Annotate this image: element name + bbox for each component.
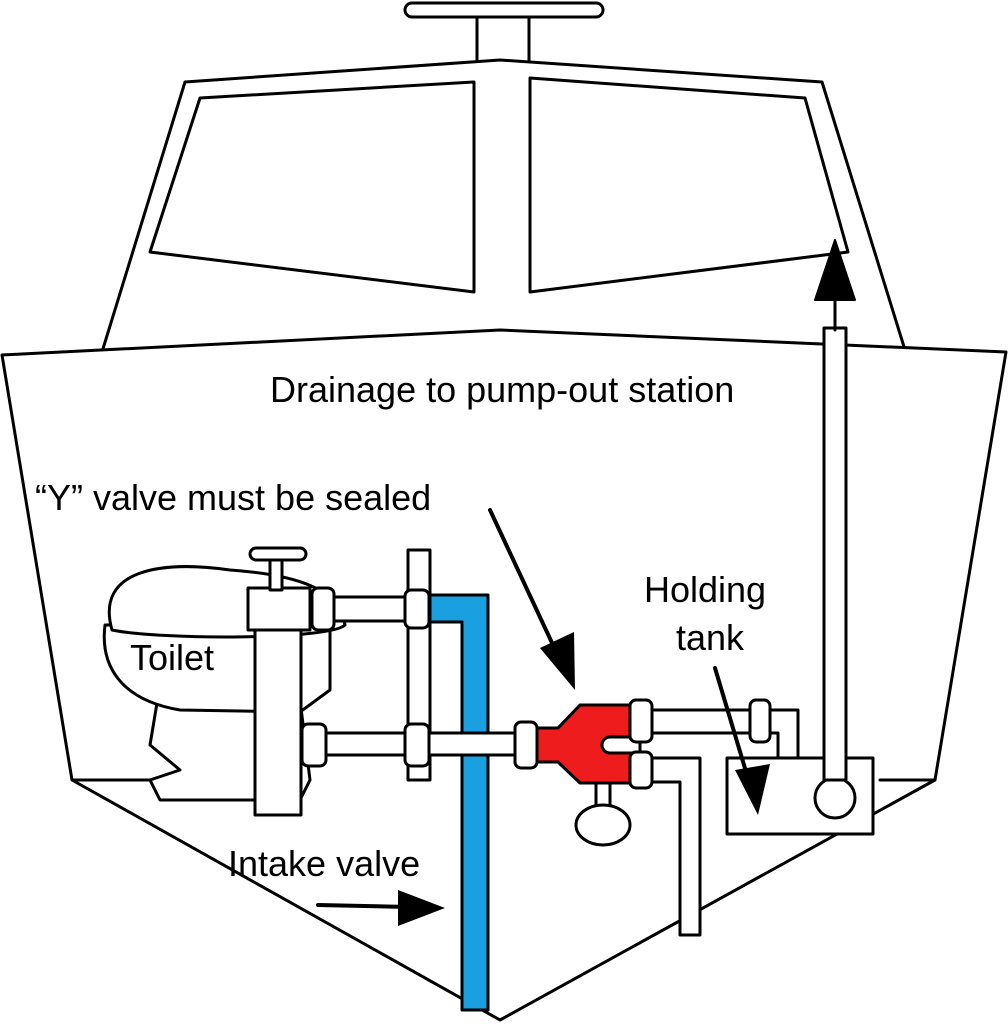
coupling [748,698,772,744]
cabin [100,1,907,354]
toilet [102,546,347,817]
y-valve-pointer [488,508,575,690]
window-right [528,76,850,294]
holding-tank-label-line1: Holding [644,569,766,610]
y-valve-pointer-head [540,632,575,690]
holding-tank-pointer-head [735,764,770,815]
pump-out-fitting [813,776,857,820]
intake-valve-label: Intake valve [228,843,420,884]
intake-valve-pointer [316,890,445,926]
y-valve-label: “Y” valve must be sealed [35,477,431,518]
mast-cap [403,1,605,19]
pump-handle [248,546,308,562]
coupling [403,588,431,630]
toilet-pump-housing [246,586,312,632]
coupling [403,722,431,768]
mast-base [475,12,531,64]
coupling [513,720,539,770]
toilet-pump-column [253,623,303,817]
coupling [628,750,654,790]
coupling [310,586,336,632]
intake-valve-pointer-head [398,890,445,926]
drainage-pipe [822,326,848,782]
coupling [628,698,654,744]
holding-tank-label-line2: tank [676,617,745,658]
holding-tank-pointer [713,666,770,815]
y-valve-handle [574,803,632,847]
window-left [148,80,476,294]
drainage-label: Drainage to pump-out station [270,369,734,410]
toilet-label: Toilet [130,637,214,678]
coupling [300,722,328,768]
